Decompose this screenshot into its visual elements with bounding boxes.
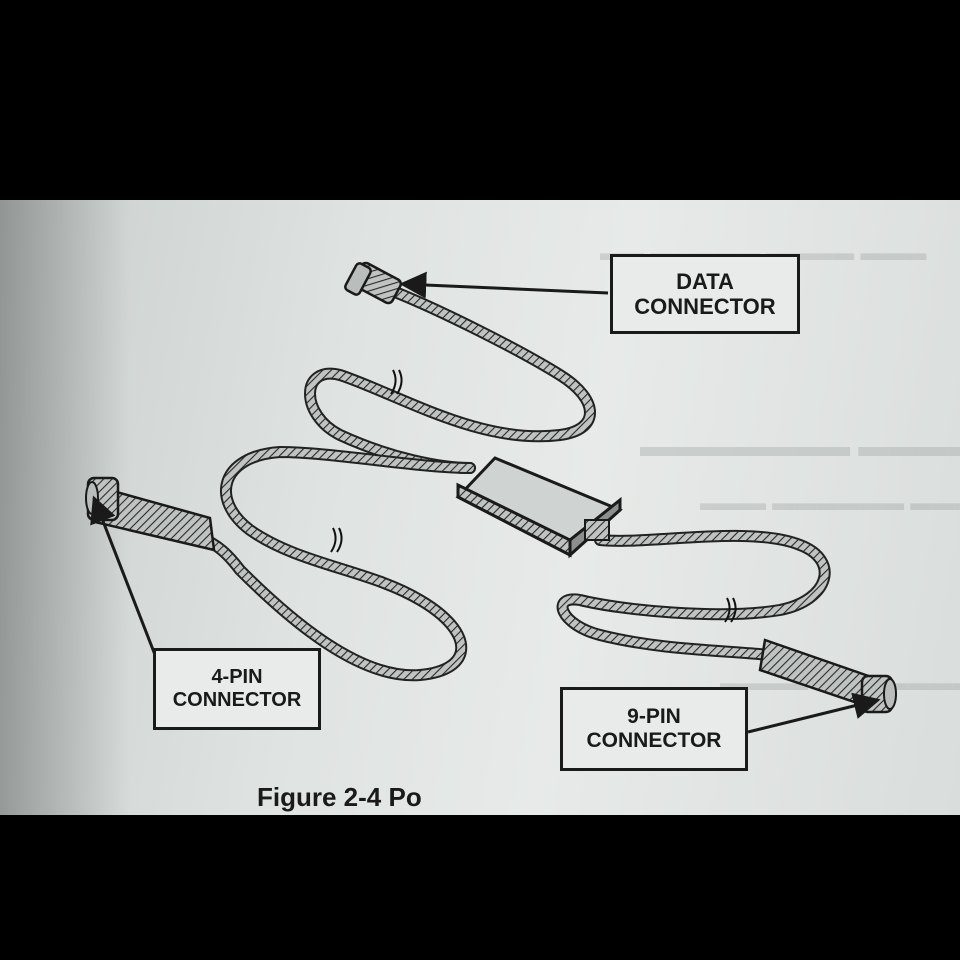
callout-line-1: 4-PIN [211, 666, 263, 688]
four-pin-connector-callout: 4-PIN CONNECTOR [153, 648, 321, 730]
callout-line-2: CONNECTOR [634, 294, 776, 319]
callout-line-2: CONNECTOR [172, 689, 302, 711]
cable [204, 286, 831, 682]
data-connector-graphic [344, 261, 403, 305]
cable-diagram [85, 261, 897, 734]
book-page: ▬▬▬ ▬▬▬▬ ▬▬▬▬▬ ▬▬ ▬▬ ▬▬▬▬▬ ▬▬▬▬▬▬▬ ▬▬▬ ▬… [0, 200, 960, 815]
figure-caption: Figure 2-4 Po [257, 782, 422, 812]
callout-line-2: CONNECTOR [586, 729, 722, 752]
callout-arrows [90, 271, 881, 734]
junction-box [455, 456, 623, 559]
callout-line-1: 9-PIN [627, 704, 681, 728]
nine-pin-connector-callout: 9-PIN CONNECTOR [560, 687, 748, 771]
four-pin-connector-graphic [85, 476, 216, 552]
data-connector-callout: DATA CONNECTOR [610, 254, 800, 334]
cable-ties [330, 369, 737, 623]
callout-line-1: DATA [676, 268, 734, 294]
